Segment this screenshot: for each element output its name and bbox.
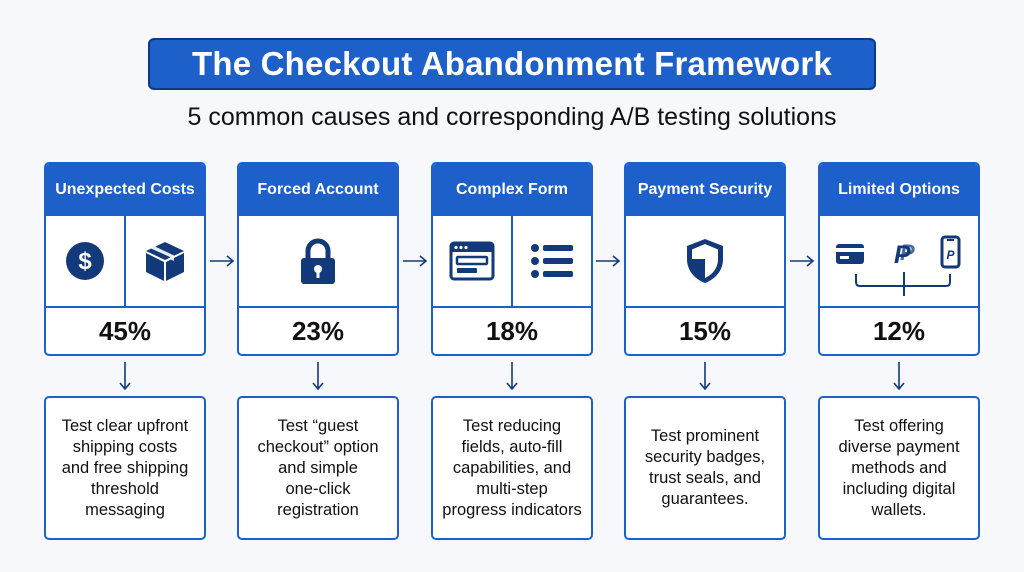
solution-box-complex-form: Test reducing fields, auto-fill capabili… [431, 396, 593, 540]
cause-label: Forced Account [239, 164, 397, 216]
arrow-right-icon [790, 255, 815, 267]
credit-card-icon [836, 244, 864, 264]
form-window-icon [449, 241, 495, 281]
arrow-down-icon [119, 362, 131, 391]
cause-icons [626, 216, 784, 308]
page-subtitle: 5 common causes and corresponding A/B te… [187, 103, 837, 131]
cause-percentage: 45% [98, 315, 152, 346]
page-title: The Checkout Abandonment Framework [192, 45, 832, 82]
arrow-down-icon [312, 362, 324, 391]
cause-percentage: 15% [678, 315, 732, 346]
cause-card-forced-account: Forced Account 23% [237, 162, 399, 356]
cause-icons [433, 216, 591, 308]
cause-icons: $ [46, 216, 204, 308]
cause-label: Payment Security [626, 164, 784, 216]
box-icon [146, 242, 184, 281]
cause-card-complex-form: Complex Form 18% [431, 162, 593, 356]
cause-percentage: 18% [485, 315, 539, 346]
cause-label: Complex Form [433, 164, 591, 216]
svg-text:$: $ [78, 248, 92, 275]
solution-text: Test clear upfront shipping costs and fr… [61, 416, 189, 519]
cause-icons: P P P [820, 216, 978, 308]
svg-text:P: P [900, 240, 915, 265]
arrow-down-icon [699, 362, 711, 391]
solution-text: Test “guest checkout” option and simple … [257, 416, 379, 519]
list-icon [531, 244, 573, 278]
solution-box-forced-account: Test “guest checkout” option and simple … [237, 396, 399, 540]
paypal-icon: P P [894, 240, 915, 269]
svg-text:P: P [894, 241, 911, 269]
lock-icon [301, 238, 335, 284]
solution-box-limited-options: Test offering diverse payment methods an… [818, 396, 980, 540]
solution-text: Test offering diverse payment methods an… [838, 416, 960, 519]
dollar-icon: $ [66, 242, 104, 280]
shield-icon [687, 239, 723, 283]
cause-percentage: 12% [872, 315, 926, 346]
arrow-right-icon [596, 255, 621, 267]
cause-card-limited-options: Limited Options P P P 12% [818, 162, 980, 356]
solution-box-unexpected-costs: Test clear upfront shipping costs and fr… [44, 396, 206, 540]
solution-box-payment-security: Test prominent security badges, trust se… [624, 396, 786, 540]
solution-text: Test reducing fields, auto-fill capabili… [442, 416, 582, 519]
cause-percentage: 23% [291, 315, 345, 346]
arrow-right-icon [403, 255, 428, 267]
svg-text:P: P [946, 248, 955, 262]
cause-label: Limited Options [820, 164, 978, 216]
arrow-down-icon [506, 362, 518, 391]
mobile-wallet-icon: P [940, 235, 961, 269]
payment-options-group: P P P [836, 235, 961, 296]
arrow-down-icon [893, 362, 905, 391]
cause-label: Unexpected Costs [46, 164, 204, 216]
cause-card-payment-security: Payment Security 15% [624, 162, 786, 356]
solution-text: Test prominent security badges, trust se… [644, 427, 766, 508]
title-banner: The Checkout Abandonment Framework [148, 38, 876, 90]
cause-card-unexpected-costs: Unexpected Costs $ 45% [44, 162, 206, 356]
cause-icons [239, 216, 397, 308]
arrow-right-icon [210, 255, 235, 267]
